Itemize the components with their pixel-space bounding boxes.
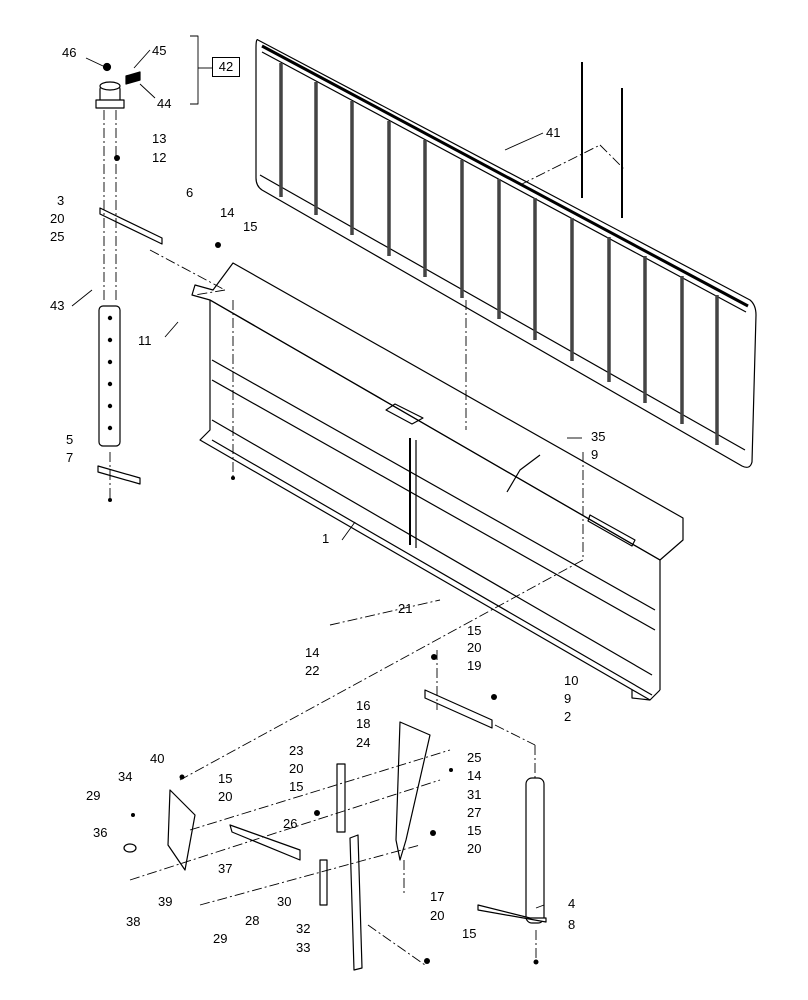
- callout-4: 4: [568, 896, 576, 911]
- callout-19: 19: [467, 658, 482, 673]
- callout-7: 7: [66, 450, 74, 465]
- bracket-34: [167, 789, 196, 871]
- bracket-3: [99, 207, 163, 245]
- callout-34: 34: [118, 769, 133, 784]
- callout-30: 30: [277, 894, 292, 909]
- callout-46: 46: [62, 45, 77, 60]
- callout-15-f: 15: [462, 926, 477, 941]
- callout-15-e: 15: [467, 823, 482, 838]
- callout-5: 5: [66, 432, 74, 447]
- callout-31: 31: [467, 787, 482, 802]
- callout-36: 36: [93, 825, 108, 840]
- callout-18: 18: [356, 716, 371, 731]
- callout-27: 27: [467, 805, 482, 820]
- callout-20-b: 20: [467, 640, 482, 655]
- callout-15-d: 15: [218, 771, 233, 786]
- callout-39: 39: [158, 894, 173, 909]
- right-post: [477, 777, 547, 924]
- callout-22: 22: [305, 663, 320, 678]
- callout-12: 12: [152, 150, 167, 165]
- callout-43: 43: [50, 298, 65, 313]
- callout-14-c: 14: [467, 768, 482, 783]
- callout-41: 41: [546, 125, 561, 140]
- callout-9-b: 9: [564, 691, 572, 706]
- callout-37: 37: [218, 861, 233, 876]
- callout-29-a: 29: [86, 788, 101, 803]
- callout-14-a: 14: [220, 205, 235, 220]
- callout-21: 21: [398, 601, 413, 616]
- callout-26: 26: [283, 816, 298, 831]
- callout-13: 13: [152, 131, 167, 146]
- callout-20-c: 20: [289, 761, 304, 776]
- callout-20-d: 20: [218, 789, 233, 804]
- callout-10: 10: [564, 673, 579, 688]
- callout-32: 32: [296, 921, 311, 936]
- callout-15-c: 15: [289, 779, 304, 794]
- cylinder-assembly: [95, 62, 141, 109]
- callout-3: 3: [57, 193, 65, 208]
- callout-44: 44: [157, 96, 172, 111]
- callout-38: 38: [126, 914, 141, 929]
- callout-11: 11: [138, 333, 152, 348]
- callout-20-e: 20: [467, 841, 482, 856]
- callout-29-b: 29: [213, 931, 228, 946]
- callout-16: 16: [356, 698, 371, 713]
- callout-9-a: 9: [591, 447, 599, 462]
- bracket-2: [424, 689, 493, 729]
- callout-17: 17: [430, 889, 445, 904]
- bar-23: [336, 763, 346, 833]
- callout-1: 1: [322, 531, 330, 546]
- callout-8: 8: [568, 917, 576, 932]
- callout-35: 35: [591, 429, 606, 444]
- callout-33: 33: [296, 940, 311, 955]
- callout-40: 40: [150, 751, 165, 766]
- callout-28: 28: [245, 913, 260, 928]
- callout-25-a: 25: [50, 229, 65, 244]
- callout-15-b: 15: [467, 623, 482, 638]
- callout-23: 23: [289, 743, 304, 758]
- callout-2: 2: [564, 709, 572, 724]
- strip-33: [349, 834, 363, 971]
- callout-45: 45: [152, 43, 167, 58]
- plate-26: [229, 824, 301, 861]
- callout-42-box: 42: [212, 57, 240, 77]
- callout-20-f: 20: [430, 908, 445, 923]
- arm-16: [395, 721, 431, 861]
- tailgate-panel: [255, 39, 757, 468]
- callout-25-b: 25: [467, 750, 482, 765]
- callout-24: 24: [356, 735, 371, 750]
- callout-6: 6: [186, 185, 194, 200]
- support-rods: [581, 62, 623, 218]
- callout-15-a: 15: [243, 219, 258, 234]
- callout-14-b: 14: [305, 645, 320, 660]
- bar-32: [319, 859, 328, 906]
- left-post: [97, 305, 141, 485]
- main-frame: [191, 262, 684, 701]
- callout-20-a: 20: [50, 211, 65, 226]
